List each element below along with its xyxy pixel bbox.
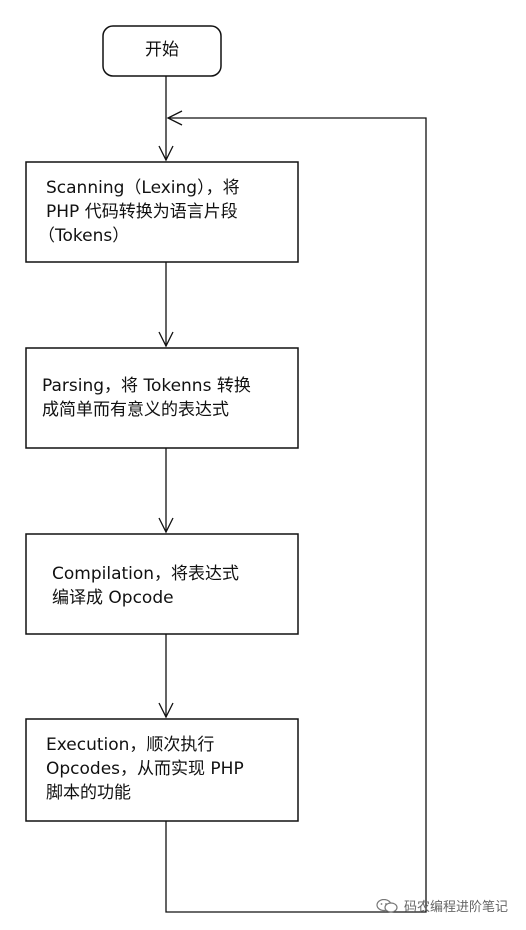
parsing-node-label: Parsing，将 Tokenns 转换 成简单而有意义的表达式 (42, 374, 296, 422)
arrowhead-icon (166, 110, 183, 126)
arrowhead-icon (158, 517, 174, 534)
watermark: 码农编程进阶笔记 (376, 896, 508, 915)
arrowhead-icon (158, 331, 174, 348)
loop-back-connector (165, 117, 427, 913)
arrowhead-icon (158, 702, 174, 719)
compilation-node-box (25, 533, 299, 635)
parsing-line-2: 成简单而有意义的表达式 (42, 400, 229, 420)
execution-line-2: Opcodes，从而实现 PHP (46, 759, 244, 779)
scanning-line-2: PHP 代码转换为语言片段 (46, 202, 238, 222)
execution-line-1: Execution，顺次执行 (46, 735, 215, 755)
parsing-node-box (25, 347, 299, 449)
compilation-line-2: 编译成 Opcode (52, 588, 174, 608)
scanning-line-1: Scanning（Lexing），将 (46, 178, 240, 198)
start-node-box (102, 25, 222, 77)
scanning-node-label: Scanning（Lexing），将 PHP 代码转换为语言片段 （Tokens… (38, 176, 296, 248)
watermark-text: 码农编程进阶笔记 (403, 900, 508, 915)
scanning-node-box (25, 161, 299, 263)
execution-node-label: Execution，顺次执行 Opcodes，从而实现 PHP 脚本的功能 (46, 733, 296, 805)
parsing-line-1: Parsing，将 Tokenns 转换 (42, 376, 251, 396)
execution-node-box (25, 718, 299, 822)
arrowhead-icon (158, 145, 174, 162)
compilation-node-label: Compilation，将表达式 编译成 Opcode (52, 562, 296, 610)
start-node-label: 开始 (103, 38, 221, 62)
execution-line-3: 脚本的功能 (46, 783, 131, 803)
compilation-line-1: Compilation，将表达式 (52, 564, 240, 584)
scanning-line-3: （Tokens） (38, 226, 130, 246)
wechat-icon (376, 898, 398, 913)
start-node-text: 开始 (145, 40, 179, 60)
